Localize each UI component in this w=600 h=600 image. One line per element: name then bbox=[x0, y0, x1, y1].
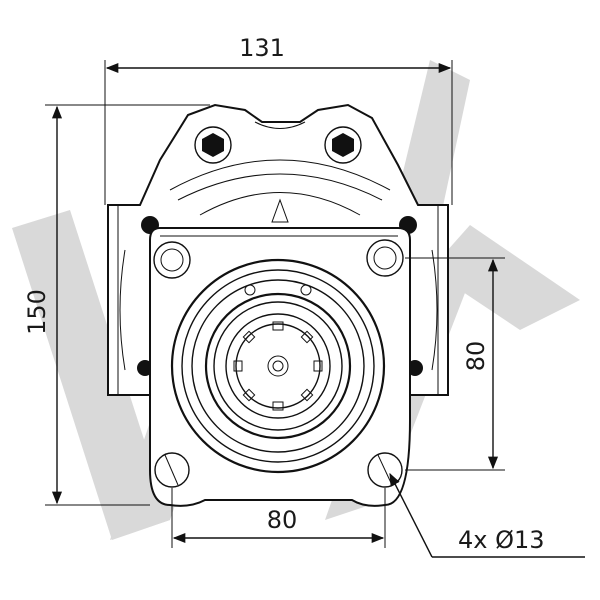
dim-width-top: 131 bbox=[239, 34, 285, 62]
mounting-hole-bottom-left bbox=[154, 452, 190, 488]
mounting-hole-top-right bbox=[366, 239, 404, 277]
dim-width-bottom: 80 bbox=[267, 506, 298, 534]
hole-callout: 4x Ø13 bbox=[458, 526, 545, 554]
mounting-hole-bottom-right bbox=[367, 452, 403, 488]
dim-height-right: 80 bbox=[462, 341, 490, 372]
mounting-hole-top-left bbox=[153, 241, 191, 279]
dim-height-left: 150 bbox=[23, 289, 51, 335]
hole-callout-leader bbox=[389, 472, 433, 558]
output-shaft-assembly bbox=[170, 258, 386, 474]
